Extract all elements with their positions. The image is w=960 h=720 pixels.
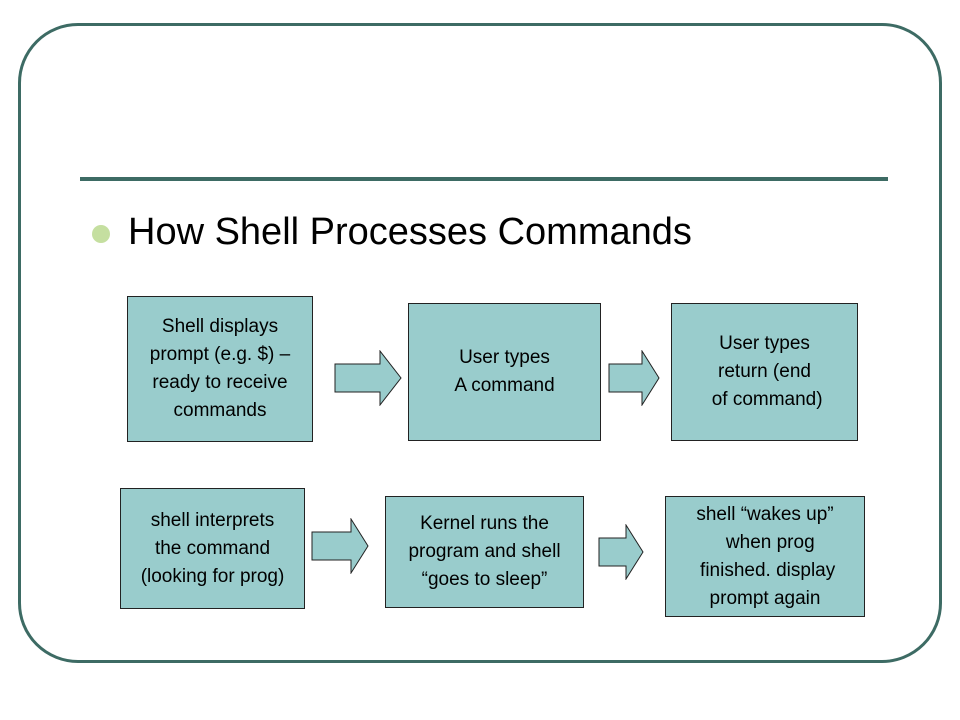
node-kernel-runs-program: Kernel runs the program and shell “goes … — [385, 496, 584, 608]
arrow-right-icon — [311, 518, 369, 574]
title-divider — [80, 177, 888, 181]
slide-title: How Shell Processes Commands — [128, 211, 692, 253]
node-shell-interprets: shell interprets the command (looking fo… — [120, 488, 305, 609]
node-shell-displays-prompt: Shell displays prompt (e.g. $) – ready t… — [127, 296, 313, 442]
arrow-right-icon — [598, 524, 644, 580]
node-user-types-return: User types return (end of command) — [671, 303, 858, 441]
node-user-types-command: User types A command — [408, 303, 601, 441]
arrow-right-icon — [608, 350, 660, 406]
node-shell-wakes-up: shell “wakes up” when prog finished. dis… — [665, 496, 865, 617]
bullet-icon — [92, 225, 110, 243]
arrow-right-icon — [334, 350, 402, 406]
